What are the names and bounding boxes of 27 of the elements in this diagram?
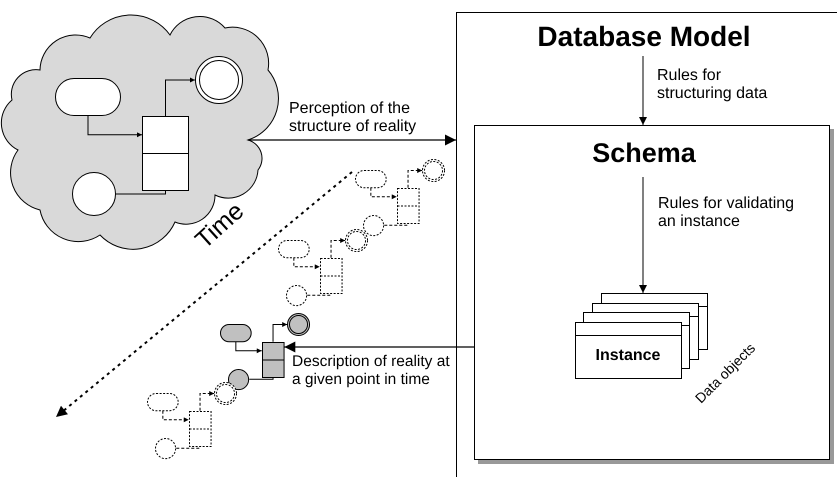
arrow — [284, 342, 474, 352]
connector-line — [306, 293, 332, 296]
arrow — [88, 116, 142, 138]
edge-label: Rules for structuring data — [657, 67, 768, 103]
panel-title: Schema — [592, 138, 696, 169]
connector-line — [384, 223, 409, 226]
arrow — [330, 238, 346, 258]
edge-label: Perception of the structure of reality — [289, 100, 418, 136]
connector-line — [116, 190, 166, 194]
arrow — [200, 391, 215, 412]
arrow — [165, 78, 196, 116]
arrow — [639, 176, 647, 294]
arrow — [408, 168, 423, 188]
axis-label: Time — [190, 196, 250, 256]
model-panel — [456, 12, 837, 477]
connector-line — [176, 446, 201, 449]
connector-line — [248, 377, 274, 380]
arrow — [235, 341, 262, 354]
panel-title: Database Model — [537, 21, 751, 53]
edge-label: Rules for validating an instance — [658, 195, 796, 231]
arrow — [639, 56, 647, 126]
instance-label: Instance — [596, 347, 660, 365]
arrow — [162, 410, 190, 422]
arrow — [272, 322, 288, 342]
arrow — [370, 187, 398, 200]
arrow — [293, 257, 320, 270]
edge-label: Description of reality at a given point in time — [292, 353, 451, 389]
